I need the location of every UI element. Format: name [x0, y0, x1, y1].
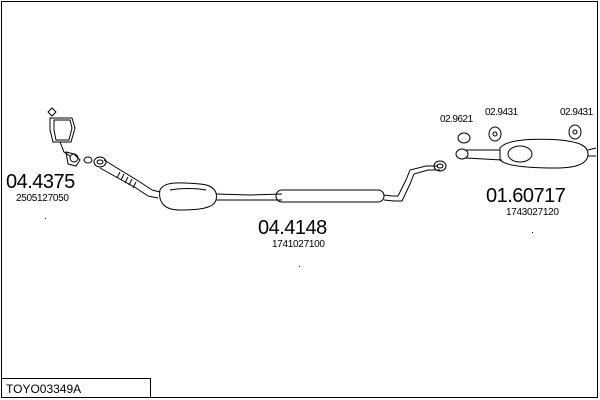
part-oe-middle: 1741027100: [272, 239, 325, 250]
front-catalyst-shape: [47, 107, 81, 167]
marker-dot: [299, 266, 300, 267]
gasket-shape: [457, 132, 471, 144]
small-part-gasket-code: 02.9621: [440, 114, 473, 125]
marker-dot: [45, 218, 46, 219]
rear-flange-shape: [433, 160, 447, 172]
front-flange-shape: [83, 156, 107, 168]
middle-pipe-shape: [249, 165, 440, 203]
part-code-rear: 01.60717: [486, 185, 566, 207]
reference-code: TOYO03349A: [6, 382, 82, 396]
small-part-mount2-code: 02.9431: [560, 107, 593, 118]
rear-silencer-shape: [455, 138, 597, 169]
mount1-shape: [488, 126, 502, 142]
small-part-mount1-code: 02.9431: [485, 107, 518, 118]
front-pipe-shape: [99, 159, 161, 199]
mount2-shape: [568, 124, 582, 140]
part-code-middle: 04.4148: [258, 217, 327, 239]
part-code-front: 04.4375: [6, 171, 75, 193]
reference-box: TOYO03349A: [1, 378, 151, 398]
part-oe-front: 2505127050: [16, 193, 69, 204]
marker-dot: [532, 232, 533, 233]
part-oe-rear: 1743027120: [506, 207, 559, 218]
middle-catalyst-shape: [159, 182, 252, 211]
